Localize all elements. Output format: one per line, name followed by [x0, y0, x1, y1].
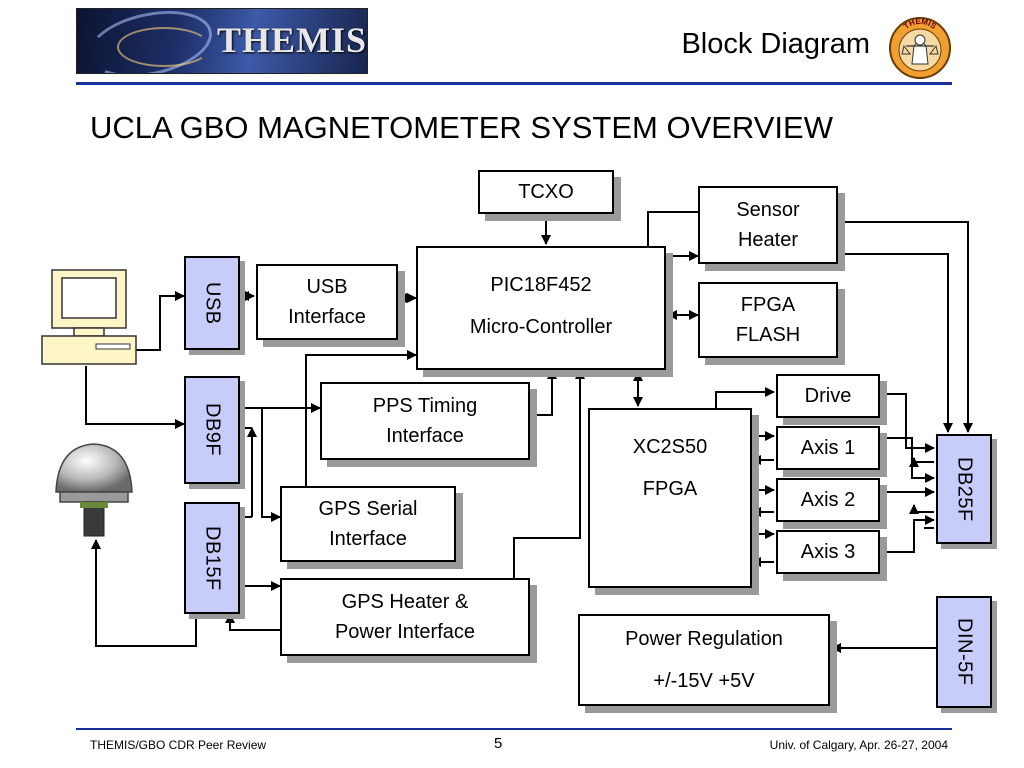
logo-text: THEMIS: [217, 20, 368, 60]
usb-connector-label: USB: [201, 281, 224, 325]
themis-seal-icon: THEMIS: [889, 17, 951, 79]
themis-logo: THEMIS: [76, 8, 368, 74]
fpga-flash-line2: FLASH: [735, 324, 801, 346]
usb-interface-line1: USB: [306, 276, 348, 298]
fpga-flash-block: FPGA FLASH: [698, 282, 838, 358]
gps-heater-line2: Power Interface: [334, 621, 476, 643]
gps-serial-block: GPS Serial Interface: [280, 486, 456, 562]
fpga-flash-line1: FPGA: [740, 294, 796, 316]
logo-swirl-accent: [117, 27, 211, 67]
bottom-rule: [76, 728, 952, 730]
pic-line1: PIC18F452: [490, 274, 592, 296]
tcxo-label: TCXO: [518, 181, 574, 203]
power-regulation-line1: Power Regulation: [625, 628, 783, 650]
top-rule: [76, 82, 952, 85]
pic-microcontroller-block: PIC18F452 Micro-Controller: [416, 246, 666, 370]
db9f-connector-label: DB9F: [201, 403, 224, 457]
usb-connector: USB: [184, 256, 240, 350]
db9f-connector: DB9F: [184, 376, 240, 484]
axis3-label: Axis 3: [800, 541, 856, 563]
power-regulation-block: Power Regulation +/-15V +5V: [578, 614, 830, 706]
gps-serial-line2: Interface: [329, 528, 407, 550]
tcxo-block: TCXO: [478, 170, 614, 214]
fpga-line2: FPGA: [642, 478, 698, 500]
pps-timing-block: PPS Timing Interface: [320, 382, 530, 460]
db15f-connector: DB15F: [184, 502, 240, 614]
gps-heater-power-block: GPS Heater & Power Interface: [280, 578, 530, 656]
usb-interface-block: USB Interface: [256, 264, 398, 340]
header-title: Block Diagram: [681, 28, 870, 60]
db25f-connector: DB25F: [936, 434, 992, 544]
din5f-connector: DIN-5F: [936, 596, 992, 708]
fpga-line1: XC2S50: [632, 436, 708, 458]
db25f-connector-label: DB25F: [953, 456, 976, 522]
drive-label: Drive: [804, 385, 852, 407]
db15f-connector-label: DB15F: [201, 525, 224, 591]
pic-line2: Micro-Controller: [469, 316, 613, 338]
sensor-heater-line1: Sensor: [736, 199, 800, 221]
power-regulation-line2: +/-15V +5V: [653, 670, 755, 692]
pps-timing-line2: Interface: [386, 425, 464, 447]
usb-interface-line2: Interface: [288, 306, 366, 328]
din5f-connector-label: DIN-5F: [953, 618, 976, 686]
axis2-label: Axis 2: [800, 489, 856, 511]
axis2-block: Axis 2: [776, 478, 880, 522]
computer-icon: [41, 269, 137, 365]
gps-serial-line1: GPS Serial: [318, 498, 418, 520]
footer-left-text: THEMIS/GBO CDR Peer Review: [90, 738, 267, 752]
footer-right-text: Univ. of Calgary, Apr. 26-27, 2004: [769, 738, 948, 752]
page-number: 5: [494, 735, 503, 752]
gps-antenna-icon: [55, 443, 133, 537]
fpga-block: XC2S50 FPGA: [588, 408, 752, 588]
axis3-block: Axis 3: [776, 530, 880, 574]
drive-block: Drive: [776, 374, 880, 418]
axis1-block: Axis 1: [776, 426, 880, 470]
slide-title: UCLA GBO MAGNETOMETER SYSTEM OVERVIEW: [90, 110, 833, 145]
gps-heater-line1: GPS Heater &: [341, 591, 469, 613]
pps-timing-line1: PPS Timing: [372, 395, 478, 417]
axis1-label: Axis 1: [800, 437, 856, 459]
sensor-heater-line2: Heater: [737, 229, 799, 251]
sensor-heater-block: Sensor Heater: [698, 186, 838, 264]
